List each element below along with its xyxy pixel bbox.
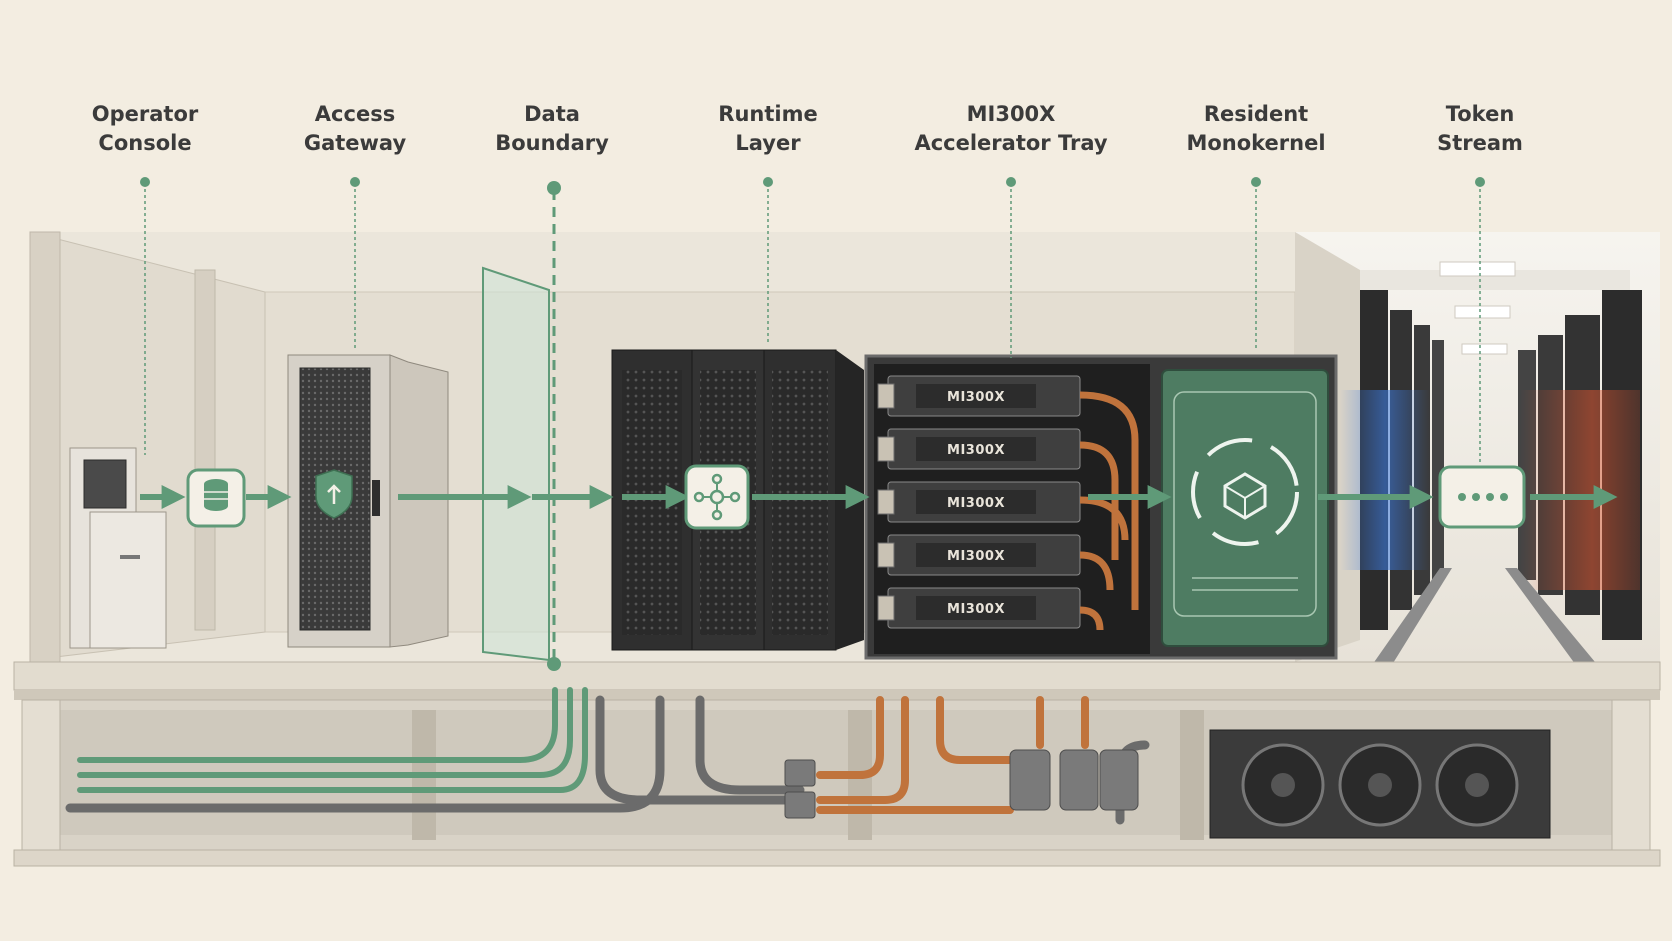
cooling-fan-unit — [1209, 729, 1551, 839]
access-gateway-cabinet — [287, 354, 449, 648]
mi300x-module-label: MI300X — [947, 602, 1005, 617]
label-line: Data — [524, 102, 580, 126]
raised-floor — [13, 661, 1661, 700]
mi300x-module-label: MI300X — [947, 443, 1005, 458]
label-line: Token — [1445, 102, 1515, 126]
token-stream-icon — [1438, 465, 1526, 529]
operator-console-kiosk — [69, 447, 167, 649]
mi300x-module: MI300X — [877, 428, 1081, 470]
label-runtime-layer: Runtime Layer — [663, 100, 873, 158]
label-line: Runtime — [718, 102, 818, 126]
label-accelerator-tray: MI300X Accelerator Tray — [906, 100, 1116, 158]
label-line: Gateway — [303, 131, 407, 155]
mi300x-module: MI300X — [877, 481, 1081, 523]
mi300x-module: MI300X — [877, 375, 1081, 417]
label-line: Access — [314, 102, 396, 126]
orchestration-icon — [684, 464, 750, 530]
label-line: Console — [98, 131, 192, 155]
mi300x-module-stack: MI300X MI300X MI300X MI300X MI300X — [877, 375, 1081, 629]
accelerator-tray-housing: MI300X MI300X MI300X MI300X MI300X — [864, 354, 1338, 660]
mi300x-module: MI300X — [877, 534, 1081, 576]
label-line: Monokernel — [1186, 131, 1326, 155]
label-operator-console: Operator Console — [40, 100, 250, 158]
label-line: Operator — [91, 102, 199, 126]
label-line: Stream — [1437, 131, 1523, 155]
mi300x-module-label: MI300X — [947, 390, 1005, 405]
shield-icon — [315, 469, 353, 519]
label-line: Layer — [735, 131, 801, 155]
label-line: Boundary — [495, 131, 609, 155]
label-data-boundary: Data Boundary — [447, 100, 657, 158]
label-resident-monokernel: Resident Monokernel — [1151, 100, 1361, 158]
mi300x-module-label: MI300X — [947, 549, 1005, 564]
label-token-stream: Token Stream — [1375, 100, 1585, 158]
label-access-gateway: Access Gateway — [250, 100, 460, 158]
label-line: MI300X — [966, 102, 1056, 126]
label-leader-lines — [140, 177, 1485, 462]
label-line: Accelerator Tray — [914, 131, 1108, 155]
label-line: Resident — [1203, 102, 1309, 126]
underfloor-plenum — [13, 687, 1661, 867]
database-icon — [186, 468, 246, 528]
server-corridor — [1295, 232, 1660, 668]
mi300x-module: MI300X — [877, 587, 1081, 629]
data-boundary-glass — [482, 181, 561, 671]
mi300x-module-label: MI300X — [947, 496, 1005, 511]
